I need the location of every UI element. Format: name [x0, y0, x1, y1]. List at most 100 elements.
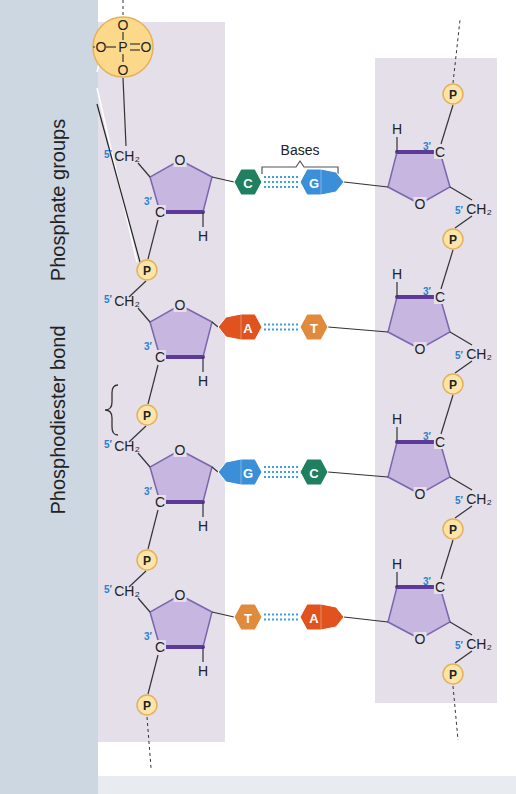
stroke	[202, 647, 203, 662]
side-label: Phosphate groups	[48, 119, 68, 281]
glycosidic-bond	[344, 617, 388, 622]
glycosidic-bond	[328, 327, 388, 332]
hydrogen-bond	[264, 177, 298, 187]
prime-label: 5′	[104, 440, 112, 450]
node-shape	[300, 604, 344, 630]
phosphate-label: P	[449, 524, 457, 536]
hydrogen-bond-line	[264, 466, 298, 468]
stroke	[450, 187, 472, 200]
hydrogen-bond-line	[264, 186, 298, 188]
phosphate-circle: P	[442, 83, 464, 105]
stroke	[138, 453, 150, 467]
atom-label: C	[154, 640, 166, 654]
atom-label: CH₂	[466, 347, 492, 361]
glycosidic-bond	[212, 612, 234, 617]
atom-label: H	[392, 122, 402, 136]
hydrogen-bond-line	[264, 476, 298, 478]
atom-label: O	[141, 40, 152, 54]
stroke	[137, 260, 157, 280]
phosphate-circle: P	[442, 228, 464, 250]
prime-label: 3′	[423, 577, 431, 587]
prime-label: 5′	[455, 206, 463, 216]
atom-label: C	[434, 290, 446, 304]
stroke	[202, 502, 203, 517]
leader-line	[97, 104, 140, 262]
phosphate-label: P	[449, 379, 457, 391]
phosphate-label: P	[143, 410, 151, 422]
stroke	[396, 427, 397, 442]
atom-label: H	[198, 519, 208, 533]
atom-label: CH₂	[114, 439, 140, 453]
phosphate-label: P	[449, 89, 457, 101]
stroke	[130, 43, 140, 44]
glycosidic-bond	[212, 177, 234, 182]
base-shape: G	[300, 169, 344, 195]
phosphate-label: P	[449, 234, 457, 246]
hydrogen-bond	[264, 467, 298, 477]
backbone	[455, 361, 472, 373]
base-letter: T	[310, 321, 318, 334]
stroke	[241, 459, 242, 485]
prime-label: 3′	[144, 632, 152, 642]
stroke	[218, 314, 262, 340]
atom-label: H	[198, 229, 208, 243]
glycosidic-bond	[344, 182, 388, 187]
sugar-edge	[160, 645, 203, 649]
stroke	[443, 374, 463, 394]
atom-label: CH₂	[114, 584, 140, 598]
glycosidic-bond	[328, 472, 388, 477]
phosphate-circle: P	[442, 518, 464, 540]
stroke	[241, 314, 242, 340]
atom-label: C	[154, 350, 166, 364]
base-shape: A	[218, 314, 262, 340]
stroke	[137, 550, 157, 570]
stroke	[93, 46, 95, 47]
base-shape: A	[300, 604, 344, 630]
atom-label: C	[154, 205, 166, 219]
prime-label: 3′	[423, 432, 431, 442]
atom-label: O	[414, 487, 427, 501]
stroke	[106, 46, 116, 47]
stroke	[137, 405, 157, 425]
hydrogen-bond-line	[264, 324, 298, 326]
hydrogen-bond-line	[264, 614, 298, 616]
atom-label: O	[414, 197, 427, 211]
prime-label: 5′	[104, 295, 112, 305]
backbone	[441, 105, 453, 144]
hydrogen-bond-line	[264, 619, 298, 621]
node-shape	[218, 314, 262, 340]
hydrogen-bond-line	[264, 176, 298, 178]
leader-line	[97, 88, 137, 262]
stroke	[137, 695, 157, 715]
prime-label: 5′	[104, 585, 112, 595]
atom-label: CH₂	[466, 492, 492, 506]
stroke	[450, 622, 472, 635]
stroke	[138, 598, 150, 612]
stroke	[202, 212, 203, 227]
base-letter: T	[244, 611, 252, 624]
phosphate-label: P	[143, 265, 151, 277]
hydrogen-bond-line	[264, 329, 298, 331]
stroke	[450, 332, 472, 345]
stroke	[443, 664, 463, 684]
stroke	[443, 229, 463, 249]
hydrogen-bond-line	[264, 181, 298, 183]
backbone	[455, 651, 472, 663]
atom-label: O	[96, 40, 107, 54]
atom-label: CH₂	[466, 637, 492, 651]
side-panel	[0, 0, 98, 794]
backbone	[148, 510, 158, 549]
atom-label: O	[174, 298, 187, 312]
atom-label: P	[118, 40, 127, 54]
base-letter: C	[309, 466, 318, 479]
atom-label: O	[118, 18, 129, 32]
atom-label: O	[414, 342, 427, 356]
atom-label: C	[434, 435, 446, 449]
backbone	[455, 506, 472, 518]
stroke	[202, 357, 203, 372]
phosphate-label: P	[143, 555, 151, 567]
prime-label: 3′	[144, 342, 152, 352]
left-strand-band	[98, 22, 225, 742]
prime-label: 3′	[144, 487, 152, 497]
stroke	[300, 604, 344, 630]
